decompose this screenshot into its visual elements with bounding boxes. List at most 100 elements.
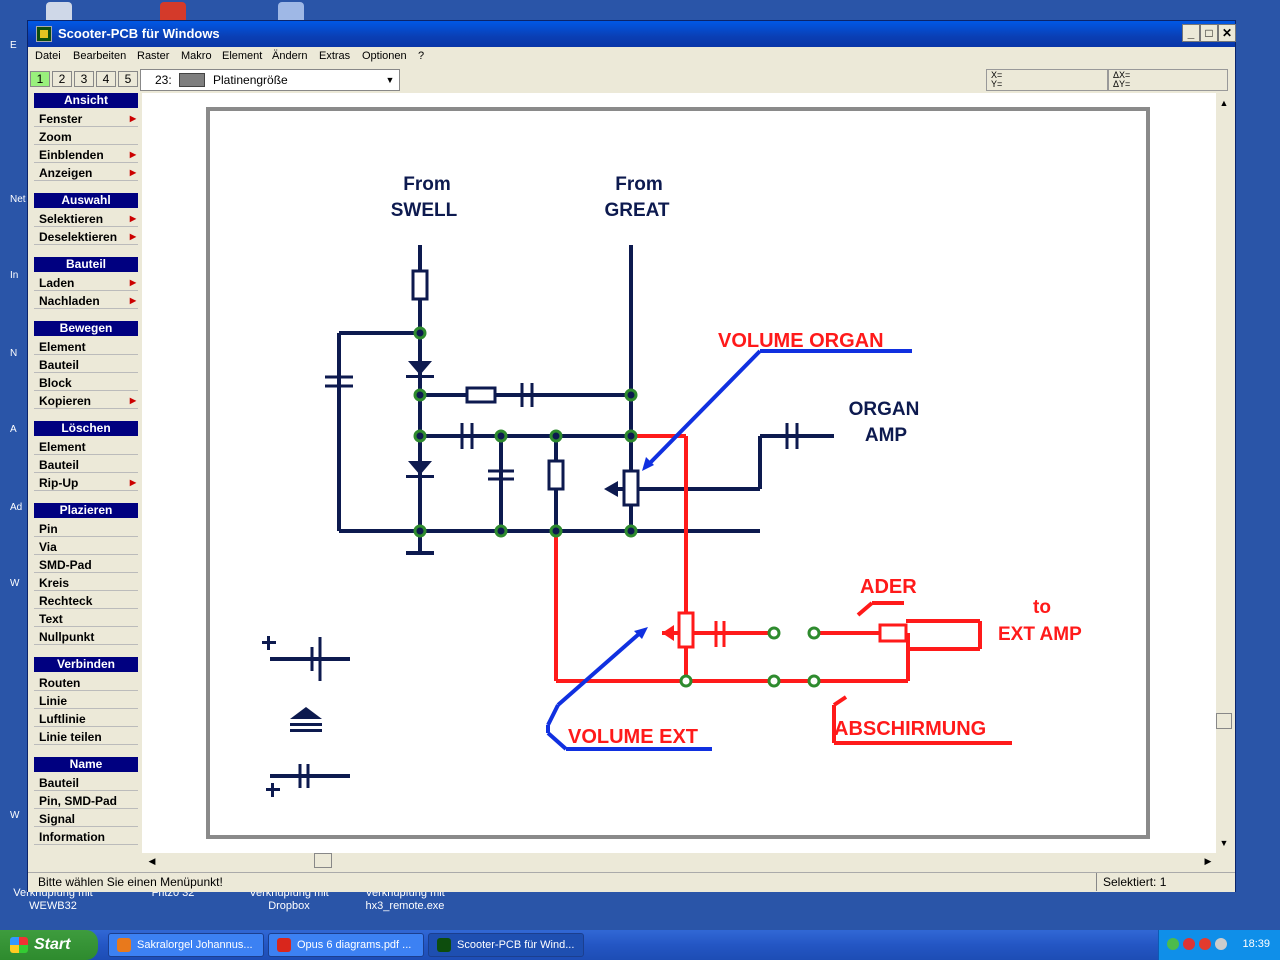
menu-makro[interactable]: Makro [181, 50, 212, 62]
start-button[interactable]: Start [0, 930, 98, 960]
desktop-edge-label: W [10, 578, 20, 589]
sidebar-item-ansicht-zoom[interactable]: Zoom [34, 129, 138, 145]
sidebar-item-auswahl-deselektieren[interactable]: Deselektieren▶ [34, 229, 138, 245]
sidebar-item-plazieren-kreis[interactable]: Kreis [34, 575, 138, 591]
sidebar-item-bewegen-kopieren[interactable]: Kopieren▶ [34, 393, 138, 409]
pdf-icon[interactable] [1199, 938, 1211, 950]
open-nodes [679, 626, 821, 688]
menu-bearbeiten[interactable]: Bearbeiten [73, 50, 127, 62]
sidebar-item-plazieren-text[interactable]: Text [34, 611, 138, 627]
sidebar-item-ansicht-einblenden[interactable]: Einblenden▶ [34, 147, 138, 163]
sidebar-item-bauteil-nachladen[interactable]: Nachladen▶ [34, 293, 138, 309]
blue-arrowhead-organ [642, 457, 654, 471]
desktop-icon-1[interactable] [46, 2, 72, 24]
system-tray: 18:39 [1158, 930, 1280, 960]
symbol-markers [262, 636, 322, 797]
sidebar-item-löschen-bauteil[interactable]: Bauteil [34, 457, 138, 473]
taskbar-button-3[interactable]: Scooter-PCB für Wind... [428, 933, 584, 957]
sidebar-item-bewegen-bauteil[interactable]: Bauteil [34, 357, 138, 373]
sidebar-item-label: Text [39, 612, 63, 626]
desktop-icon-2[interactable] [160, 2, 186, 24]
sidebar-item-label: Element [39, 340, 86, 354]
layer-tab-3[interactable]: 3 [74, 71, 94, 87]
sidebar-item-verbinden-luftlinie[interactable]: Luftlinie [34, 711, 138, 727]
layer-tab-1[interactable]: 1 [30, 71, 50, 87]
desktop-edge-label: Ad [10, 502, 23, 513]
group-header-plazieren: Plazieren [34, 503, 138, 518]
menu-raster[interactable]: Raster [137, 50, 170, 62]
layer-tab-2[interactable]: 2 [52, 71, 72, 87]
group-header-ansicht: Ansicht [34, 93, 138, 108]
submenu-arrow-icon: ▶ [129, 278, 136, 287]
coord-readout-delta: ΔX= ΔY= [1108, 69, 1228, 91]
security-icon[interactable] [1183, 938, 1195, 950]
sidebar-item-name-bauteil[interactable]: Bauteil [34, 775, 138, 791]
sidebar-item-plazieren-rechteck[interactable]: Rechteck [34, 593, 138, 609]
minimize-button[interactable]: _ [1182, 24, 1200, 42]
sidebar-item-bewegen-block[interactable]: Block [34, 375, 138, 391]
sidebar-item-label: Bauteil [39, 776, 80, 790]
sidebar-item-plazieren-nullpunkt[interactable]: Nullpunkt [34, 629, 138, 645]
sidebar-item-label: Linie [39, 694, 68, 708]
sidebar-item-verbinden-linie[interactable]: Linie [34, 693, 138, 709]
scroll-right-icon[interactable]: ▶ [1204, 856, 1212, 866]
sidebar-item-auswahl-selektieren[interactable]: Selektieren▶ [34, 211, 138, 227]
menu-datei[interactable]: Datei [35, 50, 61, 62]
layer-tab-5[interactable]: 5 [118, 71, 138, 87]
blue-arrowhead-ext [634, 627, 648, 639]
close-button[interactable]: ✕ [1218, 24, 1236, 42]
taskbar-button-1[interactable]: Sakralorgel Johannus... [108, 933, 264, 957]
network-icon[interactable] [1167, 938, 1179, 950]
scroll-up-icon[interactable]: ▲ [1219, 98, 1229, 108]
sidebar-item-ansicht-fenster[interactable]: Fenster▶ [34, 111, 138, 127]
nodes [413, 326, 638, 538]
sidebar-item-name-pin-smd-pad[interactable]: Pin, SMD-Pad [34, 793, 138, 809]
layer-select[interactable]: 23: Platinengröße ▼ [140, 69, 400, 91]
horizontal-scrollbar[interactable]: ◀ ▶ [142, 853, 1216, 869]
vertical-scrollbar[interactable]: ▲ ▼ [1216, 93, 1233, 853]
menu-element[interactable]: Element [222, 50, 263, 62]
menu-ändern[interactable]: Ändern [272, 50, 308, 62]
sidebar-item-ansicht-anzeigen[interactable]: Anzeigen▶ [34, 165, 138, 181]
sidebar-item-plazieren-pin[interactable]: Pin [34, 521, 138, 537]
red-arrow [662, 625, 674, 641]
menu-optionen[interactable]: Optionen [362, 50, 407, 62]
vertical-scroll-thumb[interactable] [1216, 713, 1232, 729]
label-ext-amp: EXT AMP [998, 624, 1082, 645]
layer-color-swatch [179, 73, 205, 87]
app-icon[interactable] [36, 26, 52, 42]
label-to: to [1033, 597, 1051, 618]
taskbar-button-2[interactable]: Opus 6 diagrams.pdf ... [268, 933, 424, 957]
sidebar-item-verbinden-routen[interactable]: Routen [34, 675, 138, 691]
navy-components [298, 269, 799, 788]
sidebar-item-bewegen-element[interactable]: Element [34, 339, 138, 355]
drawing-canvas[interactable]: From SWELL From GREAT VOLUME ORGAN ORGAN… [142, 93, 1216, 853]
sidebar-item-plazieren-via[interactable]: Via [34, 539, 138, 555]
sidebar-item-plazieren-smd-pad[interactable]: SMD-Pad [34, 557, 138, 573]
menu-extras[interactable]: Extras [319, 50, 351, 62]
sidebar-item-löschen-element[interactable]: Element [34, 439, 138, 455]
maximize-button[interactable]: □ [1200, 24, 1218, 42]
scroll-left-icon[interactable]: ◀ [148, 856, 156, 866]
menu-bar: Datei Bearbeiten Raster Makro Element Ändern E… [28, 47, 1235, 67]
layer-tab-4[interactable]: 4 [96, 71, 116, 87]
label-ader: ADER [860, 576, 917, 598]
sync-icon[interactable] [1215, 938, 1227, 950]
desktop-icon-3[interactable] [278, 2, 304, 24]
chevron-down-icon[interactable]: ▼ [385, 75, 395, 85]
scroll-down-icon[interactable]: ▼ [1219, 838, 1229, 848]
board-outline [206, 107, 1150, 839]
menu-[interactable]: ? [418, 50, 425, 62]
horizontal-scroll-thumb[interactable] [314, 853, 332, 868]
sidebar-item-löschen-rip-up[interactable]: Rip-Up▶ [34, 475, 138, 491]
schematic-drawing: From SWELL From GREAT VOLUME ORGAN ORGAN… [262, 174, 1082, 797]
sidebar-item-name-signal[interactable]: Signal [34, 811, 138, 827]
label-abschirmung: ABSCHIRMUNG [834, 718, 986, 740]
sidebar-item-bauteil-laden[interactable]: Laden▶ [34, 275, 138, 291]
sidebar-item-verbinden-linie-teilen[interactable]: Linie teilen [34, 729, 138, 745]
taskbar-button-label: Opus 6 diagrams.pdf ... [297, 939, 412, 951]
title-bar[interactable]: Scooter-PCB für Windows _ □ ✕ [28, 21, 1236, 47]
sidebar-item-label: Bauteil [39, 358, 80, 372]
sidebar-item-name-information[interactable]: Information [34, 829, 138, 845]
